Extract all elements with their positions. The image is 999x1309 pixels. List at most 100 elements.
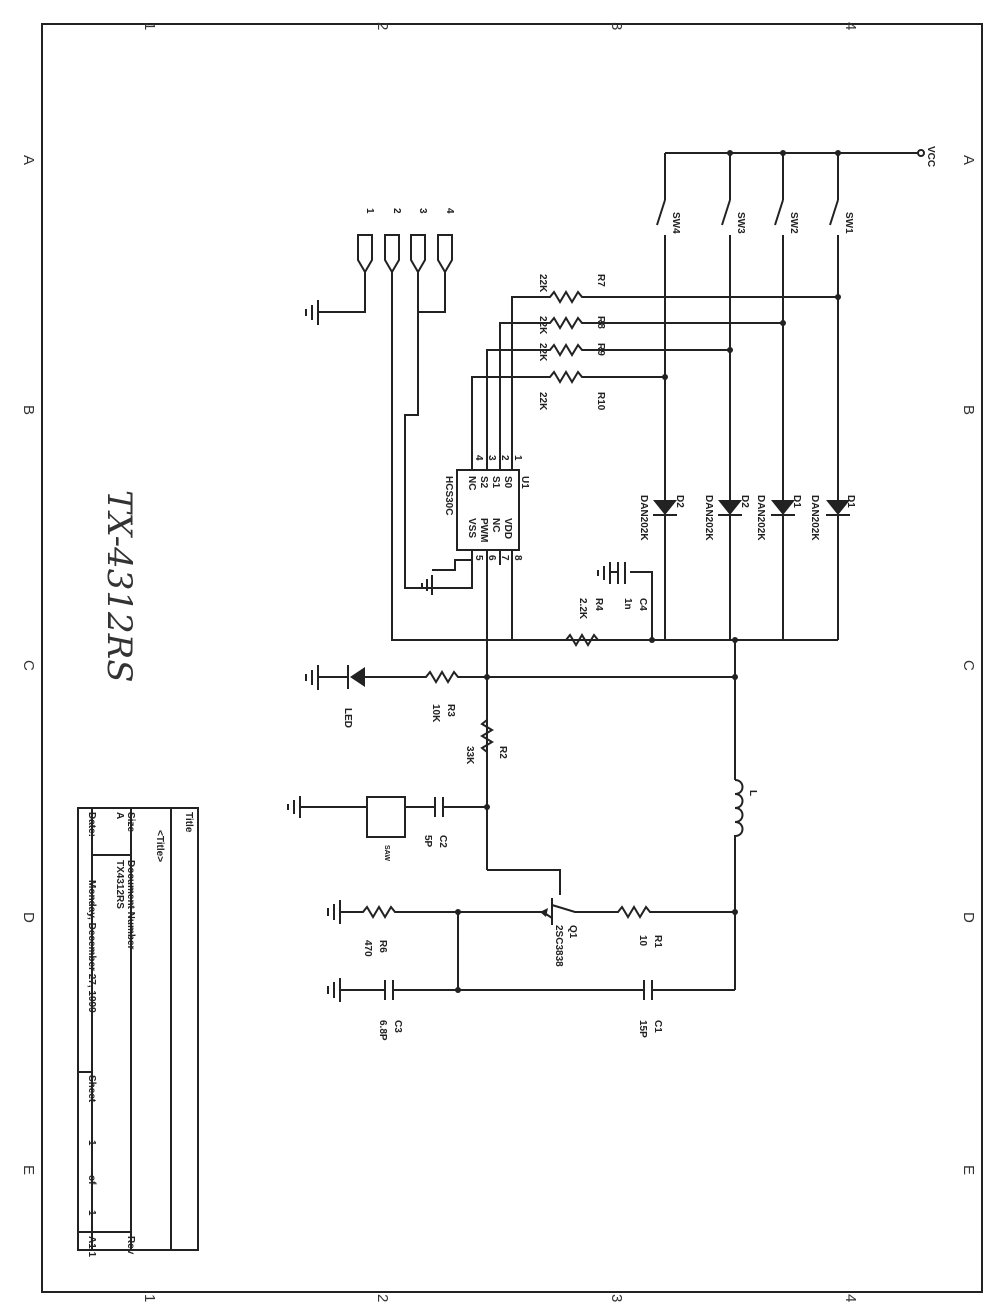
svg-text:4: 4: [842, 1294, 859, 1302]
svg-text:D2: D2: [674, 495, 685, 508]
svg-text:Monday, December 27, 1999: Monday, December 27, 1999: [86, 880, 97, 1013]
svg-text:R9: R9: [595, 343, 606, 356]
svg-text:4: 4: [473, 455, 484, 461]
svg-text:Rev: Rev: [125, 1236, 136, 1255]
svg-text:7: 7: [499, 555, 510, 561]
svg-text:C1: C1: [652, 1020, 663, 1033]
svg-text:1: 1: [364, 208, 375, 214]
svg-text:A: A: [20, 155, 37, 165]
svg-text:3: 3: [417, 208, 428, 214]
svg-text:1: 1: [86, 1140, 97, 1146]
svg-text:5: 5: [473, 555, 484, 561]
svg-text:15P: 15P: [637, 1020, 648, 1038]
title-block: Title <Title> Size A Document Number TX4…: [77, 807, 199, 1258]
svg-text:Date:: Date:: [86, 812, 97, 837]
svg-text:LED: LED: [342, 708, 353, 728]
zone-labels: 1 2 3 4 1 2 3 4 A B C D E A B C D E: [20, 22, 977, 1302]
svg-text:S0: S0: [502, 476, 513, 489]
svg-text:22K: 22K: [537, 392, 548, 411]
svg-text:2: 2: [499, 455, 510, 461]
svg-text:of: of: [86, 1175, 97, 1185]
svg-text:R1: R1: [652, 935, 663, 948]
svg-text:4: 4: [842, 22, 859, 30]
svg-text:L: L: [747, 790, 758, 796]
svg-text:6.8P: 6.8P: [377, 1020, 388, 1041]
svg-text:8: 8: [512, 555, 523, 561]
svg-text:DAN202K: DAN202K: [809, 495, 820, 541]
svg-text:5P: 5P: [422, 835, 433, 848]
svg-text:R6: R6: [377, 940, 388, 953]
svg-text:Size: Size: [125, 812, 136, 832]
svg-text:2: 2: [391, 208, 402, 214]
svg-text:VSS: VSS: [466, 518, 477, 538]
svg-text:TX4312RS: TX4312RS: [114, 860, 125, 909]
svg-text:VDD: VDD: [502, 518, 513, 539]
svg-text:Sheet: Sheet: [86, 1075, 97, 1103]
svg-text:DAN202K: DAN202K: [638, 495, 649, 541]
svg-text:470: 470: [362, 940, 373, 957]
svg-text:C3: C3: [392, 1020, 403, 1033]
svg-text:22K: 22K: [537, 343, 548, 362]
svg-text:B: B: [960, 405, 977, 415]
svg-text:SW4: SW4: [670, 212, 681, 234]
svg-text:1n: 1n: [622, 598, 633, 610]
svg-text:4: 4: [444, 208, 455, 214]
svg-text:R10: R10: [595, 392, 606, 411]
svg-text:Title: Title: [183, 812, 194, 833]
svg-text:SAW: SAW: [383, 845, 390, 861]
svg-text:3: 3: [608, 1294, 625, 1302]
switch-diode-columns: SW1 SW2 SW3 SW4 D1 DAN202K D1 DAN202K D2…: [638, 153, 856, 640]
svg-text:1: 1: [86, 1210, 97, 1216]
svg-text:A: A: [960, 155, 977, 165]
svg-text:S2: S2: [478, 476, 489, 489]
svg-text:D: D: [20, 912, 37, 923]
svg-text:3: 3: [608, 22, 625, 30]
svg-text:D1: D1: [791, 495, 802, 508]
vcc-rail: VCC: [665, 146, 936, 167]
svg-text:D1: D1: [845, 495, 856, 508]
svg-text:10K: 10K: [430, 704, 441, 723]
svg-text:2.2K: 2.2K: [577, 598, 588, 620]
svg-text:NC: NC: [466, 476, 477, 490]
svg-text:C4: C4: [637, 598, 648, 611]
svg-text:R3: R3: [445, 704, 456, 717]
svg-text:Document Number: Document Number: [125, 860, 136, 950]
svg-text:3: 3: [486, 455, 497, 461]
saw-c2: C2 5P SAW: [287, 796, 490, 861]
svg-text:6: 6: [486, 555, 497, 561]
input-resistors: R7 22K R8 22K R9 22K R10 22K: [471, 274, 841, 470]
svg-text:22K: 22K: [537, 316, 548, 335]
svg-text:S1: S1: [490, 476, 501, 489]
svg-text:A1.1: A1.1: [86, 1236, 97, 1258]
svg-text:10: 10: [637, 935, 648, 947]
svg-text:SW1: SW1: [843, 212, 854, 234]
svg-text:R2: R2: [497, 746, 508, 759]
svg-text:R8: R8: [595, 316, 606, 329]
svg-text:R7: R7: [595, 274, 606, 287]
svg-text:VCC: VCC: [925, 146, 936, 167]
svg-text:U1: U1: [519, 476, 530, 489]
svg-text:<Title>: <Title>: [154, 830, 165, 862]
svg-text:NC: NC: [490, 518, 501, 532]
svg-text:1: 1: [512, 455, 523, 461]
svg-text:SW3: SW3: [735, 212, 746, 234]
connector-j1: 1 2 3 4: [305, 208, 838, 641]
ic-u1: U1 HCS30C S0 S1 S2 NC VDD NC PWM VSS 1 2…: [421, 455, 530, 870]
svg-text:2: 2: [374, 22, 391, 30]
svg-text:1: 1: [141, 22, 158, 30]
svg-text:22K: 22K: [537, 274, 548, 293]
svg-text:R4: R4: [593, 598, 604, 611]
sheet-border: [41, 23, 983, 1293]
svg-text:1: 1: [141, 1294, 158, 1302]
svg-text:2SC3838: 2SC3838: [553, 925, 564, 967]
svg-text:B: B: [20, 405, 37, 415]
svg-text:DAN202K: DAN202K: [755, 495, 766, 541]
svg-text:D: D: [960, 912, 977, 923]
svg-text:33K: 33K: [464, 746, 475, 765]
led-branch: LED R3 10K R2 33K: [305, 640, 738, 780]
svg-text:SW2: SW2: [788, 212, 799, 234]
svg-text:E: E: [20, 1165, 37, 1175]
svg-text:C2: C2: [437, 835, 448, 848]
svg-text:DAN202K: DAN202K: [703, 495, 714, 541]
